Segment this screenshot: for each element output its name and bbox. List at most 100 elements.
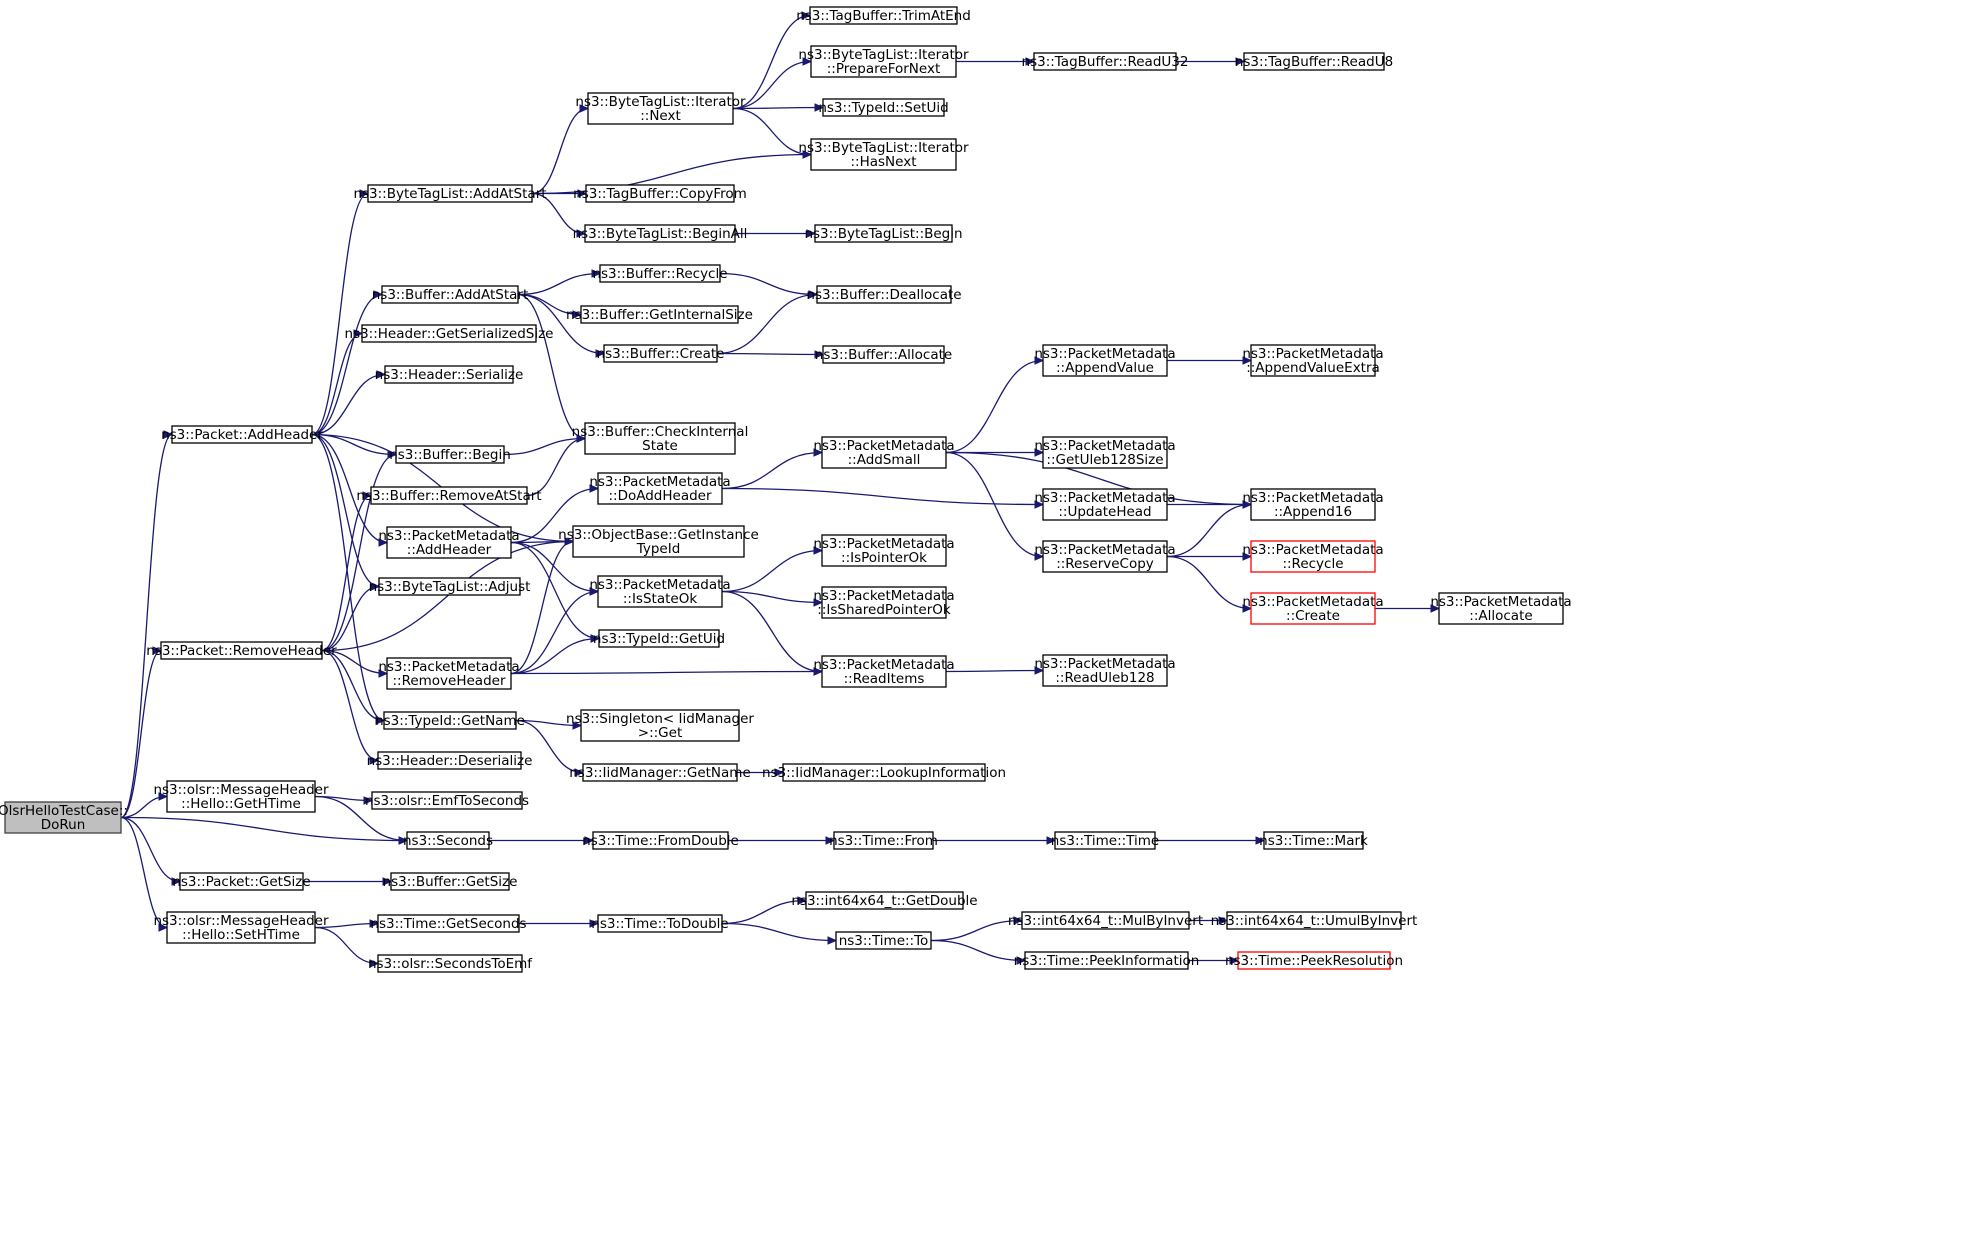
node-tb-readu32[interactable]: ns3::TagBuffer::ReadU32 bbox=[1022, 52, 1189, 71]
node-singleton-get[interactable]: ns3::Singleton< IidManager>::Get bbox=[566, 709, 754, 742]
node-pm-addheader[interactable]: ns3::PacketMetadata::AddHeader bbox=[378, 526, 520, 559]
node-i64-mulbyinvert[interactable]: ns3::int64x64_t::MulByInvert bbox=[1008, 911, 1203, 930]
edge-btl-addatstart-to-btli-next bbox=[531, 104, 590, 195]
node-pm-issharedpointerok[interactable]: ns3::PacketMetadata::IsSharedPointerOk bbox=[813, 586, 955, 619]
node-buf-create[interactable]: ns3::Buffer::Create bbox=[597, 344, 725, 363]
node-box bbox=[377, 954, 523, 973]
node-buf-getsize[interactable]: ns3::Buffer::GetSize bbox=[383, 872, 518, 891]
node-box bbox=[378, 577, 521, 596]
node-time-time[interactable]: ns3::Time::Time bbox=[1051, 831, 1159, 850]
node-buf-removeatstart[interactable]: ns3::Buffer::RemoveAtStart bbox=[356, 486, 542, 505]
node-typeid-getname[interactable]: ns3::TypeId::GetName bbox=[375, 711, 525, 730]
node-time-fromdouble[interactable]: ns3::Time::FromDouble bbox=[582, 831, 739, 850]
node-label: ns3::Buffer::GetSize bbox=[383, 874, 518, 890]
node-pm-getuleb128size[interactable]: ns3::PacketMetadata::GetUleb128Size bbox=[1034, 436, 1176, 469]
node-time-mark[interactable]: ns3::Time::Mark bbox=[1259, 831, 1368, 850]
node-buf-getinternalsize[interactable]: ns3::Buffer::GetInternalSize bbox=[566, 305, 753, 324]
node-btl-adjust[interactable]: ns3::ByteTagList::Adjust bbox=[369, 577, 531, 596]
node-btli-next[interactable]: ns3::ByteTagList::Iterator::Next bbox=[575, 92, 746, 125]
node-box bbox=[809, 6, 958, 25]
node-hello-sethtime[interactable]: ns3::olsr::MessageHeader::Hello::SetHTim… bbox=[153, 911, 329, 944]
node-box bbox=[1024, 951, 1189, 970]
node-hello-gethtime[interactable]: ns3::olsr::MessageHeader::Hello::GetHTim… bbox=[153, 780, 329, 813]
node-box bbox=[383, 711, 517, 730]
node-hdr-deserialize[interactable]: ns3::Header::Deserialize bbox=[367, 751, 533, 770]
edge-pm-addheader-to-pm-doaddheader bbox=[510, 484, 600, 544]
node-box bbox=[390, 872, 510, 891]
node-typeid-setuid[interactable]: ns3::TypeId::SetUid bbox=[818, 98, 949, 117]
node-label: ns3::PacketMetadata bbox=[1242, 490, 1383, 506]
node-pm-reservecopy[interactable]: ns3::PacketMetadata::ReserveCopy bbox=[1034, 540, 1176, 573]
node-pm-ispointerok[interactable]: ns3::PacketMetadata::IsPointerOk bbox=[813, 534, 955, 567]
edge-btli-next-to-btli-hasnext bbox=[732, 107, 813, 159]
node-typeid-getuid[interactable]: ns3::TypeId::GetUid bbox=[593, 629, 725, 648]
node-buf-recycle[interactable]: ns3::Buffer::Recycle bbox=[592, 264, 728, 283]
node-seconds[interactable]: ns3::Seconds bbox=[403, 831, 493, 850]
edge-typeid-getname-to-singleton-get bbox=[515, 719, 583, 730]
node-pm-create[interactable]: ns3::PacketMetadata::Create bbox=[1242, 592, 1384, 625]
node-pkt-getsize[interactable]: ns3::Packet::GetSize bbox=[172, 872, 311, 891]
node-pm-isstateok[interactable]: ns3::PacketMetadata::IsStateOk bbox=[589, 575, 731, 608]
node-buf-allocate[interactable]: ns3::Buffer::Allocate bbox=[815, 345, 952, 364]
node-i64-umulbyinvert[interactable]: ns3::int64x64_t::UmulByInvert bbox=[1211, 911, 1418, 930]
edge-tb-readu32-to-tb-readu8 bbox=[1176, 57, 1246, 66]
node-tb-trimatend[interactable]: ns3::TagBuffer::TrimAtEnd bbox=[796, 6, 971, 25]
node-pm-append16[interactable]: ns3::PacketMetadata::Append16 bbox=[1242, 488, 1384, 521]
node-pm-addsmall[interactable]: ns3::PacketMetadata::AddSmall bbox=[813, 436, 955, 469]
node-pkt-removeheader[interactable]: ns3::Packet::RemoveHeader bbox=[146, 641, 337, 660]
edge-buf-create-to-buf-allocate bbox=[716, 350, 825, 359]
node-label: ::AddHeader bbox=[407, 542, 492, 558]
node-time-getseconds[interactable]: ns3::Time::GetSeconds bbox=[370, 914, 527, 933]
node-pm-doaddheader[interactable]: ns3::PacketMetadata::DoAddHeader bbox=[589, 472, 731, 505]
node-pkt-addheader[interactable]: ns3::Packet::AddHeader bbox=[161, 425, 323, 444]
node-olsr-secondstoemf[interactable]: ns3::olsr::SecondsToEmf bbox=[368, 954, 533, 973]
edge-time-todouble-to-i64-getdouble bbox=[721, 896, 808, 925]
edge-time-from-to-time-time bbox=[933, 836, 1057, 845]
node-label: ns3::PacketMetadata bbox=[589, 474, 730, 490]
edge-i64-mulbyinvert-to-i64-umulbyinvert bbox=[1188, 916, 1229, 925]
node-pm-appendvalueextra[interactable]: ns3::PacketMetadata::AppendValueExtra bbox=[1242, 344, 1384, 377]
node-pm-readuleb128[interactable]: ns3::PacketMetadata::ReadUleb128 bbox=[1034, 654, 1176, 687]
node-label: ::GetUleb128Size bbox=[1046, 452, 1163, 468]
node-pm-appendvalue[interactable]: ns3::PacketMetadata::AppendValue bbox=[1034, 344, 1176, 377]
node-dorun[interactable]: OlsrHelloTestCase::DoRun bbox=[0, 801, 128, 834]
node-label: ns3::TypeId::SetUid bbox=[818, 100, 948, 116]
node-btl-begin[interactable]: ns3::ByteTagList::Begin bbox=[804, 224, 963, 243]
node-box bbox=[782, 763, 986, 782]
node-btl-addatstart[interactable]: ns3::ByteTagList::AddAtStart bbox=[353, 184, 547, 203]
node-time-peekinformation[interactable]: ns3::Time::PeekInformation bbox=[1014, 951, 1200, 970]
node-time-todouble[interactable]: ns3::Time::ToDouble bbox=[591, 914, 729, 933]
node-hdr-getserializedsize[interactable]: ns3::Header::GetSerializedSize bbox=[345, 324, 554, 343]
node-box bbox=[821, 534, 947, 567]
node-buf-deallocate[interactable]: ns3::Buffer::Deallocate bbox=[806, 285, 962, 304]
node-label: ::Recycle bbox=[1282, 556, 1343, 572]
node-hdr-serialize[interactable]: ns3::Header::Serialize bbox=[375, 365, 524, 384]
edge-pkt-removeheader-to-buf-begin bbox=[321, 450, 398, 652]
node-pm-removeheader[interactable]: ns3::PacketMetadata::RemoveHeader bbox=[378, 657, 520, 690]
node-pm-allocate[interactable]: ns3::PacketMetadata::Allocate bbox=[1430, 592, 1572, 625]
node-time-to[interactable]: ns3::Time::To bbox=[835, 931, 932, 950]
node-pm-recycle[interactable]: ns3::PacketMetadata::Recycle bbox=[1242, 540, 1384, 573]
node-btli-hasnext[interactable]: ns3::ByteTagList::Iterator::HasNext bbox=[798, 138, 969, 171]
node-label: ns3::Header::GetSerializedSize bbox=[345, 326, 554, 342]
node-time-from[interactable]: ns3::Time::From bbox=[829, 831, 938, 850]
node-pm-updatehead[interactable]: ns3::PacketMetadata::UpdateHead bbox=[1034, 488, 1176, 521]
node-buf-begin[interactable]: ns3::Buffer::Begin bbox=[389, 445, 511, 464]
node-buf-addatstart[interactable]: ns3::Buffer::AddAtStart bbox=[372, 285, 529, 304]
node-i64-getdouble[interactable]: ns3::int64x64_t::GetDouble bbox=[791, 891, 978, 910]
node-btli-preparefornext[interactable]: ns3::ByteTagList::Iterator::PrepareForNe… bbox=[798, 45, 969, 78]
node-tb-copyfrom[interactable]: ns3::TagBuffer::CopyFrom bbox=[573, 184, 747, 203]
node-btl-beginall[interactable]: ns3::ByteTagList::BeginAll bbox=[573, 224, 748, 243]
node-olsr-emftoseconds[interactable]: ns3::olsr::EmfToSeconds bbox=[365, 791, 529, 810]
node-iid-lookupinformation[interactable]: ns3::IidManager::LookupInformation bbox=[762, 763, 1006, 782]
node-box bbox=[584, 224, 736, 243]
node-label: ns3::int64x64_t::UmulByInvert bbox=[1211, 913, 1418, 929]
node-pm-readitems[interactable]: ns3::PacketMetadata::ReadItems bbox=[813, 655, 955, 688]
node-time-peekresolution[interactable]: ns3::Time::PeekResolution bbox=[1225, 951, 1403, 970]
node-tb-readu8[interactable]: ns3::TagBuffer::ReadU8 bbox=[1235, 52, 1393, 71]
node-box bbox=[814, 224, 953, 243]
node-iid-getname[interactable]: ns3::IidManager::GetName bbox=[569, 763, 751, 782]
edge-pm-reservecopy-to-pm-create bbox=[1166, 555, 1253, 613]
